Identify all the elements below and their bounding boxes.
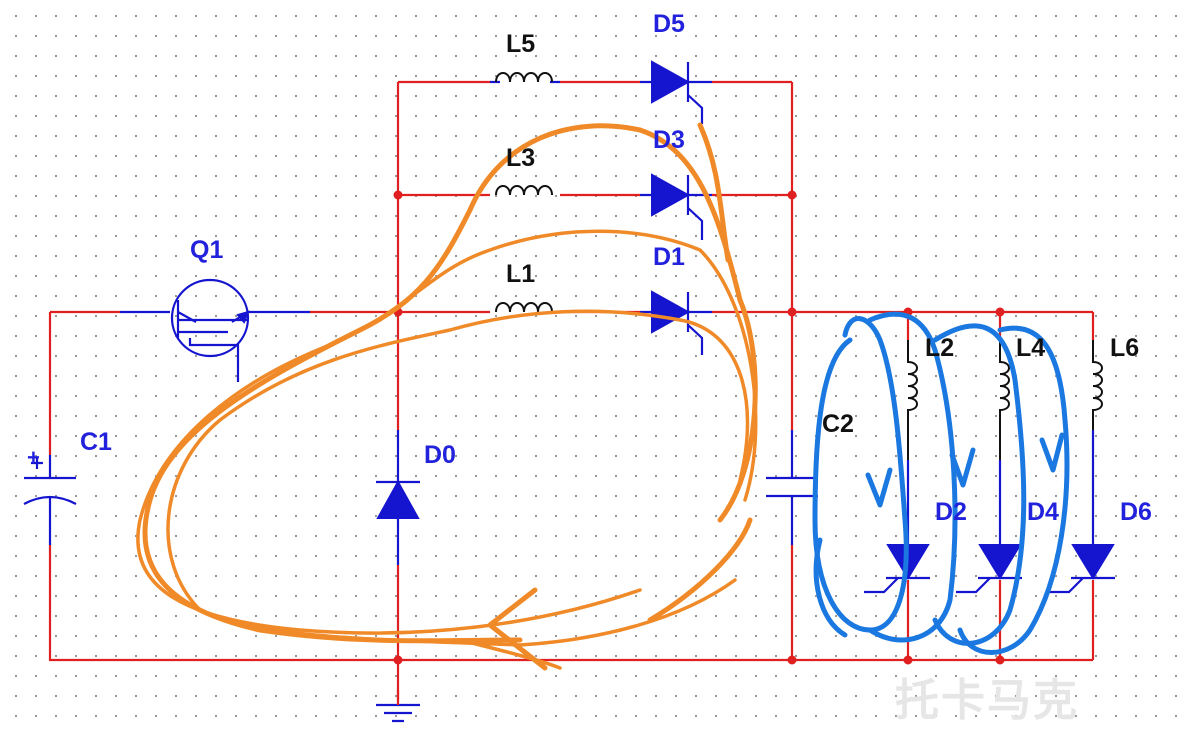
- label-C2: C2: [822, 410, 854, 438]
- blue-current-loops: [812, 311, 1070, 655]
- thyristor-D1: [640, 290, 712, 355]
- label-L1: L1: [506, 260, 536, 288]
- capacitor-C1: [23, 455, 77, 545]
- watermark: 托卡马克: [895, 675, 1079, 726]
- wires: [48, 80, 1095, 700]
- junctions: [393, 190, 1005, 665]
- inductor-L6: [1091, 340, 1103, 545]
- label-D4: D4: [1027, 498, 1059, 526]
- thyristor-D2: [864, 544, 930, 594]
- diode-D0: [376, 430, 420, 565]
- label-D3: D3: [653, 126, 685, 154]
- thyristor-D4: [956, 544, 1022, 594]
- inductor-L3: [495, 185, 553, 196]
- inductor-L2: [906, 340, 918, 545]
- transistor-Q1: [120, 278, 310, 382]
- label-L6: L6: [1110, 334, 1140, 362]
- ground-symbol: [376, 690, 420, 723]
- label-L5: L5: [506, 30, 536, 58]
- label-D1: D1: [653, 243, 685, 271]
- label-D5: D5: [653, 10, 685, 38]
- label-D2: D2: [935, 498, 967, 526]
- label-D0: D0: [424, 441, 456, 469]
- inductor-L1: [495, 302, 553, 313]
- thyristor-D5: [640, 60, 712, 124]
- label-C1: C1: [80, 428, 112, 456]
- label-C1-polarity: +: [27, 445, 40, 470]
- thyristor-D6: [1049, 544, 1115, 594]
- label-Q1: Q1: [190, 236, 224, 264]
- capacitor-C2: [766, 430, 818, 545]
- inductor-L5: [490, 72, 560, 84]
- orange-current-loop: [136, 122, 758, 671]
- label-L4: L4: [1016, 334, 1046, 362]
- label-L2: L2: [925, 334, 955, 362]
- inductor-L4: [998, 340, 1010, 545]
- label-L3: L3: [506, 144, 536, 172]
- label-D6: D6: [1120, 498, 1152, 526]
